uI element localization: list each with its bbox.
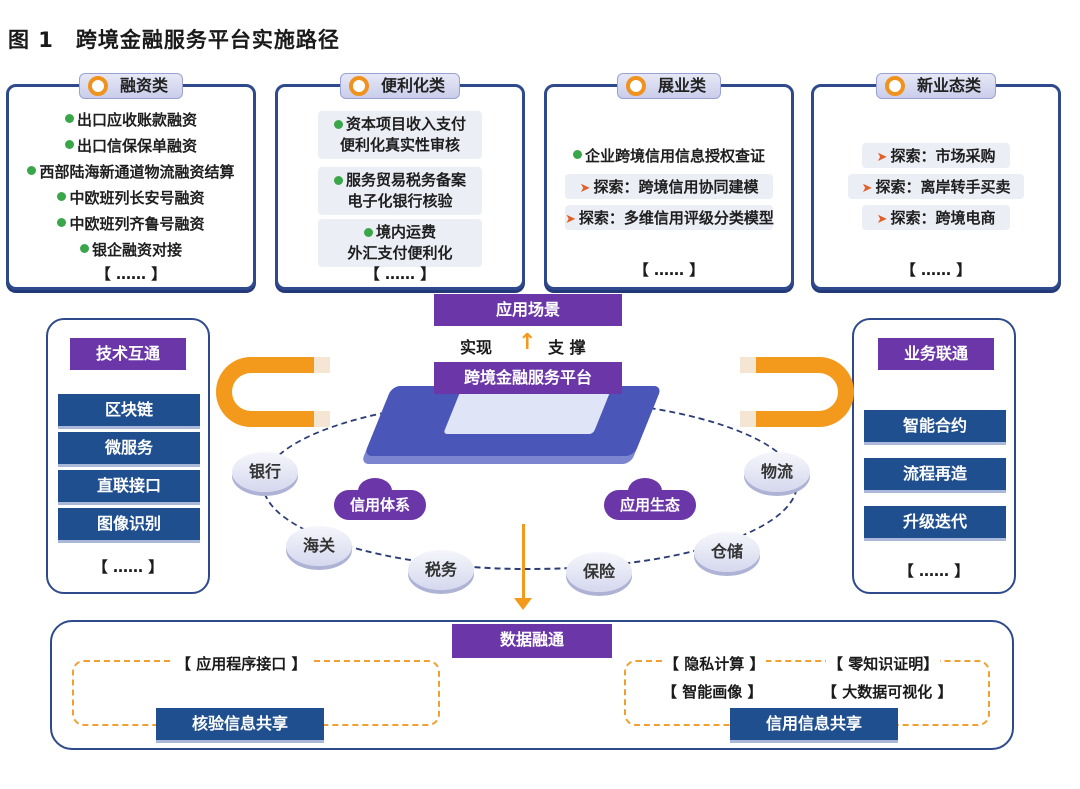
support-label: 支 撑 xyxy=(548,338,586,357)
panel-business-link: 业务联通 智能合约 流程再造 升级迭代 【 …… 】 xyxy=(852,318,1016,594)
privacy-tag: 【 隐私计算 】 xyxy=(662,653,767,674)
arrow-icon: ➤ xyxy=(579,181,591,196)
ellipsis-item: 【 …… 】 xyxy=(900,261,972,279)
list-item: ➤探索：离岸转手买卖 xyxy=(848,174,1024,199)
list-item: 服务贸易税务备案电子化银行核验 xyxy=(318,167,482,215)
node-bank: 银行 xyxy=(232,452,298,492)
api-tag: 【 应用程序接口 】 xyxy=(172,653,311,674)
ring-icon xyxy=(348,76,369,96)
profile-tag: 【 智能画像 】 xyxy=(662,683,763,701)
check-dot-icon xyxy=(64,114,74,123)
panel-business: 展业类 企业跨境信用信息授权查证 ➤探索：跨境信用协同建模 ➤探索：多维信用评级… xyxy=(544,73,794,290)
arrow-icon: ➤ xyxy=(876,150,888,165)
magnet-left-icon xyxy=(216,357,330,427)
ellipsis-item: 【 …… 】 xyxy=(898,562,970,580)
check-dot-icon xyxy=(333,176,343,185)
check-dot-icon xyxy=(79,244,89,253)
ellipsis-item: 【 …… 】 xyxy=(364,265,436,283)
panel-tech: 技术互通 区块链 微服务 直联接口 图像识别 【 …… 】 xyxy=(46,318,210,594)
up-arrow-icon: ↑ xyxy=(518,330,537,355)
check-dot-icon xyxy=(333,120,343,129)
business-item: 升级迭代 xyxy=(864,506,1006,538)
arrow-icon: ➤ xyxy=(565,212,576,227)
ellipsis-item: 【 …… 】 xyxy=(633,261,705,279)
list-item: 企业跨境信用信息授权查证 xyxy=(547,145,791,166)
verify-share-label: 核验信息共享 xyxy=(156,708,324,740)
data-fusion-title: 数据融通 xyxy=(452,624,612,658)
check-dot-icon xyxy=(57,218,67,227)
zkp-tag: 【 零知识证明】 xyxy=(826,653,941,674)
panel-financing: 融资类 出口应收账款融资 出口信保保单融资 西部陆海新通道物流融资结算 中欧班列… xyxy=(6,73,256,290)
realize-label: 实现 xyxy=(460,338,493,357)
panel-title: 技术互通 xyxy=(70,338,186,370)
check-dot-icon xyxy=(27,166,37,175)
check-dot-icon xyxy=(64,140,74,149)
tech-item: 直联接口 xyxy=(58,470,200,502)
magnet-tip-icon xyxy=(314,411,330,427)
scene-label: 应用场景 xyxy=(434,294,622,326)
cloud-credit: 信用体系 xyxy=(334,478,426,520)
arrow-icon: ➤ xyxy=(861,181,873,196)
platform-screen xyxy=(443,390,611,434)
list-item: 出口应收账款融资 xyxy=(9,109,253,130)
cloud-ecosystem: 应用生态 xyxy=(604,478,696,520)
arrow-icon: ➤ xyxy=(876,212,888,227)
list-item: 银企融资对接 xyxy=(9,239,253,260)
node-warehouse: 仓储 xyxy=(694,532,760,572)
panel-title: 融资类 xyxy=(119,76,169,95)
check-dot-icon xyxy=(572,150,582,159)
platform-label: 跨境金融服务平台 xyxy=(434,362,622,394)
magnet-right-icon xyxy=(740,357,854,427)
node-logistics: 物流 xyxy=(744,452,810,492)
node-tax: 税务 xyxy=(408,550,474,590)
list-item: ➤探索：市场采购 xyxy=(862,143,1010,168)
panel-title: 便利化类 xyxy=(380,76,446,95)
list-item: 出口信保保单融资 xyxy=(9,135,253,156)
list-item: ➤探索：跨境电商 xyxy=(862,205,1010,230)
bigdata-tag: 【 大数据可视化 】 xyxy=(822,683,953,701)
figure-title: 图 1 跨境金融服务平台实施路径 xyxy=(8,28,340,52)
panel-title: 展业类 xyxy=(657,76,707,95)
ellipsis-item: 【 …… 】 xyxy=(95,265,167,283)
ring-icon xyxy=(87,76,108,96)
magnet-tip-icon xyxy=(740,357,756,373)
node-insurance: 保险 xyxy=(566,552,632,592)
ring-icon xyxy=(625,76,646,96)
down-arrow-icon xyxy=(514,598,532,610)
business-item: 智能合约 xyxy=(864,410,1006,442)
data-fusion-panel xyxy=(50,620,1014,750)
credit-share-label: 信用信息共享 xyxy=(730,708,898,740)
magnet-tip-icon xyxy=(314,357,330,373)
panel-title: 新业态类 xyxy=(916,76,982,95)
list-item: 境内运费外汇支付便利化 xyxy=(318,219,482,267)
check-dot-icon xyxy=(57,192,67,201)
panel-title: 业务联通 xyxy=(878,338,994,370)
node-customs: 海关 xyxy=(286,526,352,566)
tech-item: 区块链 xyxy=(58,394,200,426)
check-dot-icon xyxy=(363,228,373,237)
magnet-tip-icon xyxy=(740,411,756,427)
list-item: 资本项目收入支付便利化真实性审核 xyxy=(318,111,482,159)
list-item: ➤探索：跨境信用协同建模 xyxy=(565,174,773,199)
list-item: 中欧班列齐鲁号融资 xyxy=(9,213,253,234)
panel-new-format: 新业态类 ➤探索：市场采购 ➤探索：离岸转手买卖 ➤探索：跨境电商 【 …… 】 xyxy=(811,73,1061,290)
list-item: ➤探索：多维信用评级分类模型 xyxy=(565,205,774,230)
tech-item: 图像识别 xyxy=(58,508,200,540)
list-item: 西部陆海新通道物流融资结算 xyxy=(9,161,253,182)
business-item: 流程再造 xyxy=(864,458,1006,490)
list-item: 中欧班列长安号融资 xyxy=(9,187,253,208)
down-arrow-line xyxy=(522,524,525,604)
panel-facilitation: 便利化类 资本项目收入支付便利化真实性审核 服务贸易税务备案电子化银行核验 境内… xyxy=(275,73,525,290)
tech-item: 微服务 xyxy=(58,432,200,464)
ring-icon xyxy=(884,76,905,96)
ellipsis-item: 【 …… 】 xyxy=(92,558,164,576)
